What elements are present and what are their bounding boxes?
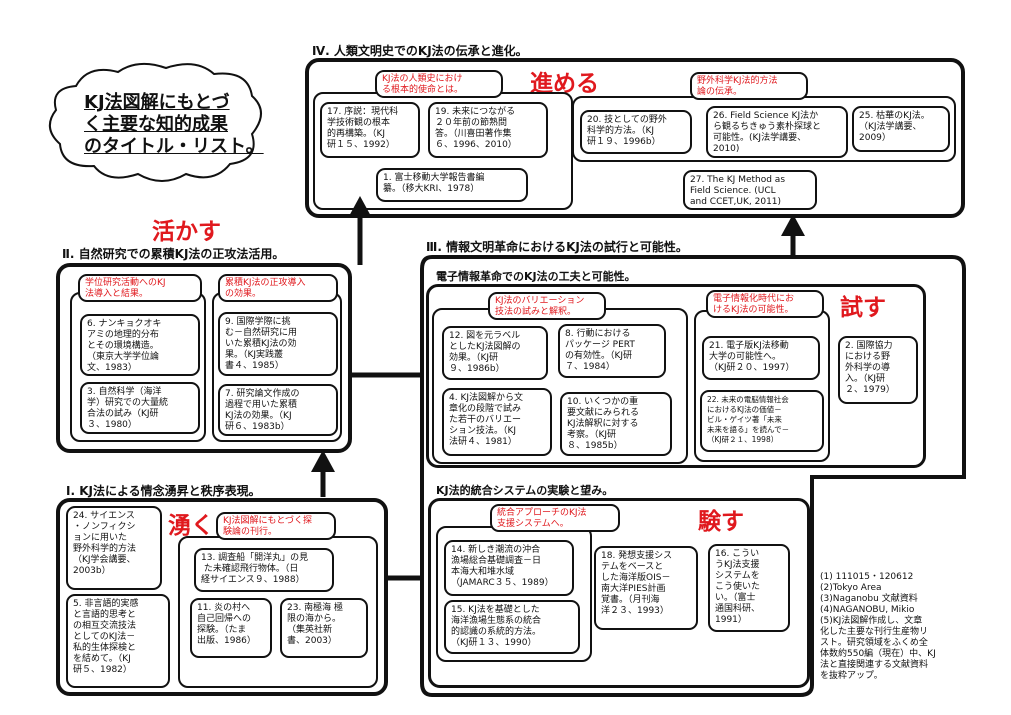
title-line-1: KJ法図解にもとづ: [84, 92, 230, 113]
item-18: 18. 発想支援シス テムをベースと した海洋版OIS－ 南大洋PIES計画 覚…: [594, 546, 698, 630]
item-24: 24. サイエンス ・ノンフィクシ ョンに用いた 野外科学的方法 （KJ学会講要…: [66, 506, 162, 590]
cloud-shape: [49, 62, 262, 182]
section-iv-frame: [305, 58, 965, 218]
ii-group-left-label: 学位研究活動へのKJ 法導入と結果。: [78, 274, 202, 302]
item-21: 21. 電子版KJ法移動 大学の可能性へ。 （KJ研２０、1997）: [702, 336, 820, 380]
note-line: スト。研究領域をふくめ全: [820, 638, 928, 648]
section-ii-title: Ⅱ. 自然研究での累積KJ法の正攻法活用。: [62, 247, 285, 261]
item-5: 5. 非言語的実感 と言語的思考と の相互交流技法 としてのKJ法－ 私的生体探…: [66, 594, 170, 688]
item-26: 26. Field Science KJ法か ら観るちきゅう素朴探球と 可能性。…: [706, 106, 848, 158]
item-1: 1. 富士移動大学報告書編 纂。（移大KRI、1978）: [376, 168, 528, 202]
section-i-frame: [56, 498, 388, 696]
section-iii-b-word: 験す: [698, 509, 744, 535]
section-iii-word: 試す: [840, 295, 886, 321]
page-title: KJ法図解にもとづ く主要な知的成果 のタイトル・リスト。: [84, 92, 264, 158]
item-14: 14. 新しき潮流の沖合 漁場総合基礎調査－日 本海大和堆水域 （JAMARC３…: [444, 540, 574, 596]
item-9: 9. 国際学際に挑 む－自然研究に用 いた累積KJ法の効 果。（KJ実践叢 書４…: [218, 312, 338, 376]
item-11: 11. 炎の村へ 自己回帰への 探験。（たま 出版、1986）: [190, 598, 272, 658]
section-iii-subtitle: 電子情報革命でのKJ法の工夫と可能性。: [436, 270, 636, 283]
title-line-3: のタイトル・リスト。: [84, 136, 264, 157]
iii-inner-frame: [426, 284, 926, 468]
iii-group-right-label: 電子情報化時代にお けるKJ法の可能性。: [706, 290, 824, 318]
iv-group-right-label: 野外科学KJ法的方法 論の伝承。: [690, 72, 808, 100]
item-6: 6. ナンキョクオキ アミの地理的分布 とその環境構造。 （東京大学学位論 文、…: [80, 314, 200, 376]
item-19: 19. 未来につながる ２０年前の節熟問 答。（川喜田著作集 ６、1996、20…: [428, 102, 548, 158]
iii-b-group-label: 統合アプローチのKJ法 支援システムへ。: [490, 504, 620, 532]
iii-b-frame: [428, 498, 810, 688]
section-i-word: 湧く: [168, 513, 214, 539]
title-line-2: く主要な知的成果: [84, 114, 228, 135]
item-12: 12. 図を元ラベル としたKJ法図解の 効果。（KJ研 ９、1986b）: [442, 326, 548, 380]
item-4: 4. KJ法図解から文 章化の段階で試み た若干のバリエー ション技法。（KJ …: [442, 388, 552, 456]
item-20: 20. 技としての野外 科学的方法。（KJ 研１９、1996b）: [580, 110, 692, 154]
section-iii-title: Ⅲ. 情報文明革命におけるKJ法の試行と可能性。: [426, 240, 688, 254]
item-3: 3. 自然科学（海洋 学）研究での大量統 合法の試み（KJ研 ３、1980）: [80, 382, 200, 434]
item-25: 25. 枯華のKJ法。 （KJ法学講要、 2009）: [852, 106, 950, 152]
note-line: 体数約550編（現在）中、KJ: [820, 649, 936, 659]
iii-group-left-label: KJ法のバリエーション 技法の試みと解釈。: [488, 292, 606, 320]
section-iii-b-title: KJ法的統合システムの実験と望み。: [436, 484, 614, 497]
note-line: (3)Naganobu 文献資料: [820, 594, 918, 604]
item-2: 2. 国際協力 における野 外科学の導 入。（KJ研 ２、1979）: [838, 336, 918, 404]
item-7: 7. 研究論文作成の 過程で用いた累積 KJ法の効果。（KJ 研６、1983b）: [218, 384, 338, 436]
section-ii-word: 活かす: [152, 219, 221, 245]
note-line: (5)KJ法図解作成し、文章: [820, 616, 923, 626]
notes-block: (1) 111015・120612 (2)Tokyo Area (3)Nagan…: [820, 572, 1000, 682]
note-line: (4)NAGANOBU, Mikio: [820, 605, 915, 615]
note-line: 化した主要な刊行生産物リ: [820, 627, 929, 637]
iv-group-left-label: KJ法の人類史におけ る根本的使命とは。: [375, 70, 503, 98]
item-22: 22. 未来の電脳情報社会 におけるKJ法の価値－ ビル・ゲイツ著「未来 未来を…: [700, 390, 824, 452]
item-10: 10. いくつかの重 要文献にみられる KJ法解釈に対する 考察。（KJ研 ８、…: [560, 392, 672, 456]
note-line: (1) 111015・120612: [820, 572, 914, 582]
section-ii-frame: [56, 263, 352, 453]
note-line: 法と直接関連する文献資料: [820, 660, 929, 670]
section-iii-frame: [420, 255, 966, 697]
item-17: 17. 序説：現代科 学技術観の根本 的再構築。（KJ 研１５、1992）: [320, 102, 420, 158]
item-27: 27. The KJ Method as Field Science. (UCL…: [683, 170, 817, 210]
item-15: 15. KJ法を基礎とした 海洋漁場生態系の統合 的認識の系統的方法。 （KJ研…: [444, 600, 580, 654]
section-iv-title: Ⅳ. 人類文明史でのKJ法の伝承と進化。: [312, 44, 528, 58]
i-group-label: KJ法図解にもとづく探 験論の刊行。: [216, 512, 336, 540]
ii-group-right-label: 累積KJ法の正攻導入 の効果。: [218, 274, 338, 302]
title-cloud: KJ法図解にもとづ く主要な知的成果 のタイトル・リスト。: [38, 56, 270, 188]
note-line: (2)Tokyo Area: [820, 583, 882, 593]
note-line: を抜粋アップ。: [820, 671, 883, 681]
item-16: 16. こうい うKJ法支援 システムを こう使いた い。（富士 通国科研、 1…: [708, 544, 790, 632]
section-i-title: Ⅰ. KJ法による情念湧昇と秩序表現。: [66, 484, 261, 498]
section-iii-outline: [420, 255, 966, 697]
item-23: 23. 南極海 極 限の海から。 （集英社新 書、2003）: [280, 598, 368, 658]
item-13: 13. 調査船「開洋丸」の見 た未確認飛行物体。（日 経サイエンス９、1988）: [194, 548, 334, 592]
item-8: 8. 行動における パッケージ PERT の有効性。（KJ研 ７、1984）: [558, 324, 666, 378]
